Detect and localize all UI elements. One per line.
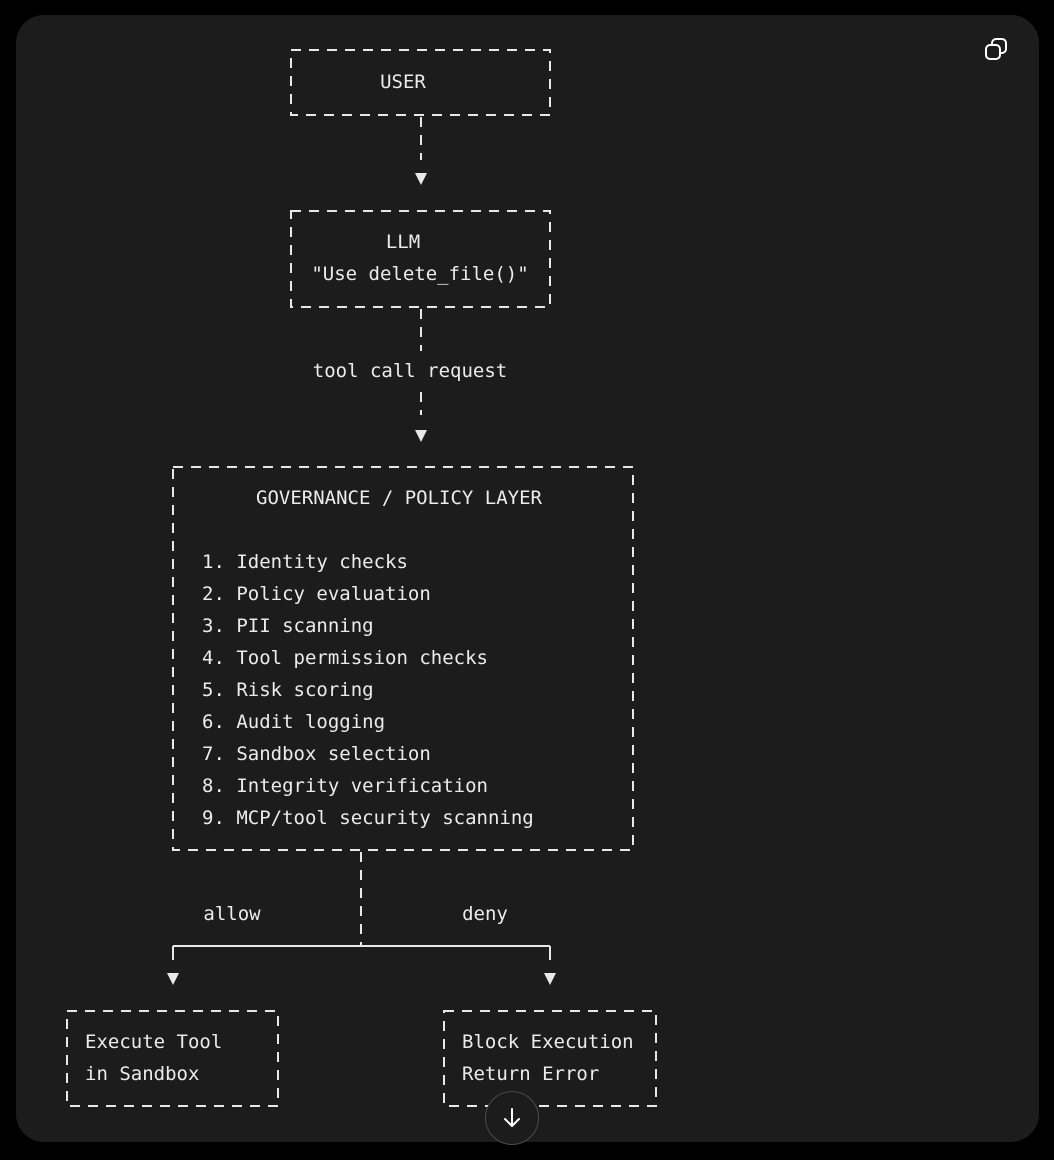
arrowhead	[415, 430, 427, 442]
llm-box: LLM "Use delete_file()"	[290, 210, 551, 308]
user-box: USER	[290, 49, 551, 116]
scroll-to-bottom-button[interactable]	[485, 1091, 539, 1145]
policy-item: 1. Identity checks	[202, 551, 408, 573]
tool-call-request-label: tool call request	[313, 360, 507, 382]
block-execution-line2: Return Error	[462, 1063, 599, 1085]
policy-item: 9. MCP/tool security scanning	[202, 807, 534, 829]
connector-user-llm	[415, 117, 427, 185]
llm-subtitle: "Use delete_file()"	[311, 263, 528, 285]
block-execution-line1: Block Execution	[462, 1031, 634, 1053]
copy-icon	[985, 38, 1007, 60]
policy-item: 8. Integrity verification	[202, 775, 488, 797]
execute-tool-box: Execute Tool in Sandbox	[66, 1010, 279, 1107]
arrowhead	[415, 173, 427, 185]
policy-layer-box: GOVERNANCE / POLICY LAYER 1. Identity ch…	[172, 466, 634, 851]
policy-item: 3. PII scanning	[202, 615, 374, 637]
llm-title: LLM	[386, 231, 420, 253]
execute-tool-line2: in Sandbox	[85, 1063, 199, 1085]
arrowhead	[167, 973, 179, 985]
copy-button[interactable]	[982, 35, 1012, 65]
deny-label: deny	[462, 903, 508, 925]
block-execution-box: Block Execution Return Error	[443, 1010, 657, 1107]
code-block-panel: USER LLM "Use delete_file()" tool call r…	[16, 15, 1039, 1142]
arrowhead	[544, 973, 556, 985]
policy-item: 4. Tool permission checks	[202, 647, 488, 669]
policy-item: 2. Policy evaluation	[202, 583, 431, 605]
branch-connector: allow deny	[167, 852, 556, 985]
policy-item: 7. Sandbox selection	[202, 743, 431, 765]
flow-diagram: USER LLM "Use delete_file()" tool call r…	[66, 49, 657, 1107]
policy-item: 5. Risk scoring	[202, 679, 374, 701]
user-label: USER	[380, 71, 426, 93]
allow-label: allow	[203, 903, 261, 925]
policy-layer-title: GOVERNANCE / POLICY LAYER	[256, 487, 543, 509]
arrow-down-icon	[504, 1108, 520, 1127]
policy-item: 6. Audit logging	[202, 711, 385, 733]
execute-tool-line1: Execute Tool	[85, 1031, 222, 1053]
connector-llm-policy: tool call request	[313, 309, 507, 442]
